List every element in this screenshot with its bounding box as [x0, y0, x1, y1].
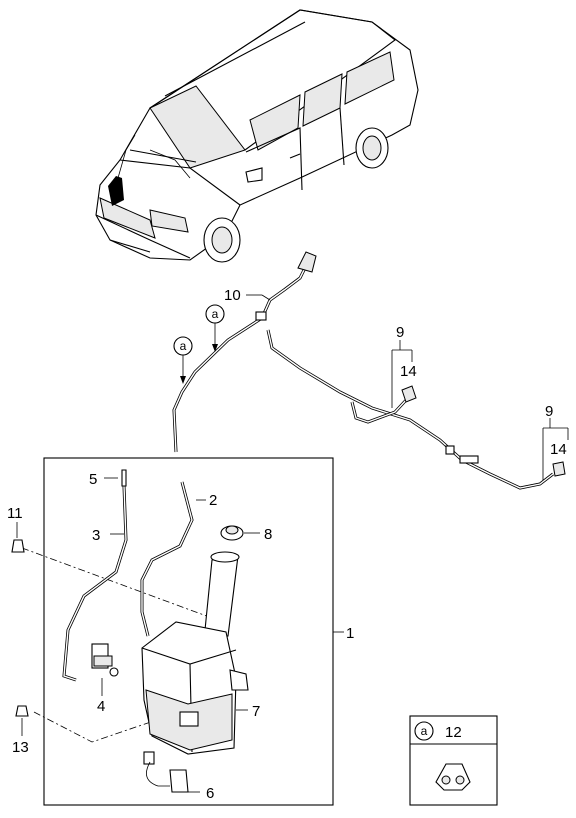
reference-a-inset — [409, 715, 498, 806]
callout-12: 12 — [445, 724, 462, 741]
callout-7: 7 — [252, 703, 260, 720]
callout-13: 13 — [12, 739, 29, 756]
callout-6: 6 — [206, 785, 214, 802]
callout-9-upper: 9 — [396, 324, 404, 341]
callout-5: 5 — [89, 471, 97, 488]
ref-a-inset: a — [421, 724, 428, 738]
callout-10: 10 — [224, 287, 241, 304]
ref-a-left: a — [180, 339, 187, 353]
callout-11: 11 — [7, 505, 23, 522]
callout-2: 2 — [209, 492, 217, 509]
callout-9-lower: 9 — [545, 403, 553, 420]
minivan-illustration — [95, 9, 419, 263]
reservoir-assembly — [11, 469, 260, 793]
callout-1: 1 — [346, 625, 354, 642]
ref-a-right: a — [212, 307, 219, 321]
callout-14-lower: 14 — [550, 441, 567, 458]
washer-hose-assembly — [172, 251, 569, 490]
callout-4: 4 — [97, 698, 105, 715]
callout-14-upper: 14 — [400, 363, 417, 380]
assembly-frame — [43, 457, 334, 806]
callout-8: 8 — [264, 526, 272, 543]
callout-3: 3 — [92, 527, 100, 544]
